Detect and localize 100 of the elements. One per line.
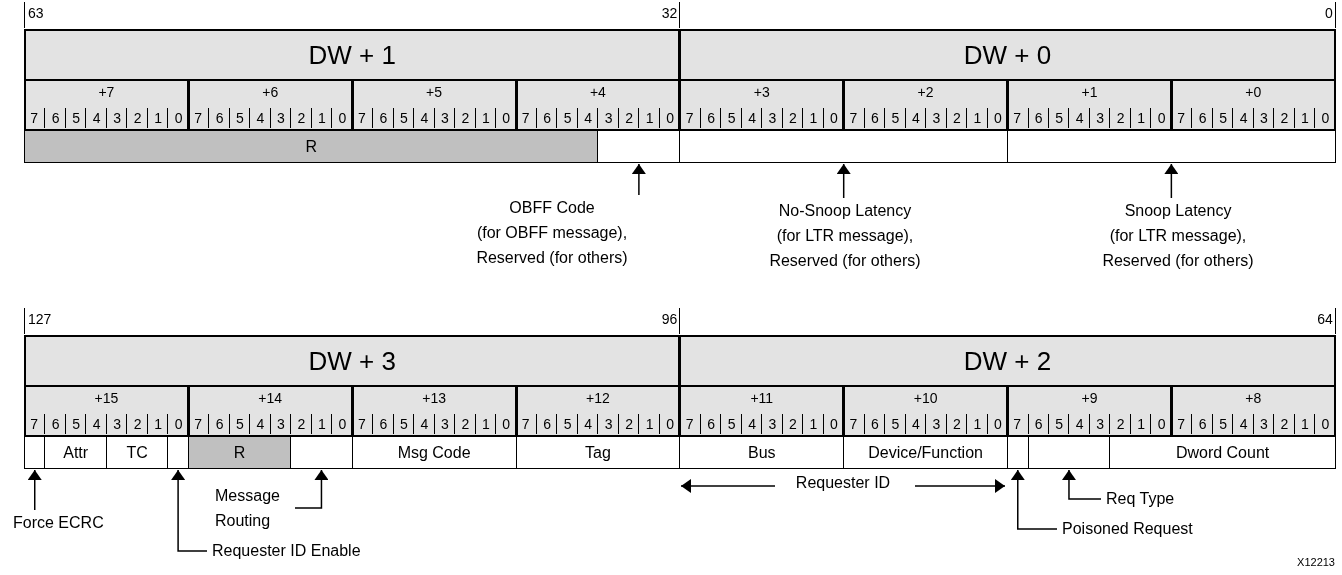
byte-offset: +3 [752, 84, 771, 100]
bit-number: 3 [433, 414, 456, 434]
byte-offset: +0 [1244, 84, 1263, 100]
byte-cell [679, 81, 845, 131]
dword-header: DW + 3 [24, 335, 681, 387]
span-label: Requester ID [794, 474, 892, 492]
bit-number: 3 [105, 414, 128, 434]
bit-number: 2 [126, 414, 148, 434]
arrow [836, 163, 851, 199]
bit-number: 1 [1129, 414, 1152, 434]
bit-number: 1 [638, 414, 660, 434]
bit-number: 3 [1088, 108, 1111, 128]
bit-number: 0 [1314, 108, 1336, 128]
bit-number: 1 [966, 108, 988, 128]
bit-number: 6 [44, 414, 66, 434]
bit-number: 3 [925, 414, 947, 434]
bit-number: 6 [699, 414, 722, 434]
bit-index: 32 [629, 2, 681, 28]
bit-number: 5 [1211, 414, 1234, 434]
bit-number: 4 [576, 108, 599, 128]
bit-number: 5 [556, 108, 578, 128]
bit-number: 2 [617, 414, 640, 434]
bit-number: 4 [740, 108, 763, 128]
bit-number: 2 [1109, 108, 1131, 128]
bit-number: 7 [848, 415, 859, 434]
bit-number: 4 [413, 414, 435, 434]
byte-cell [1170, 81, 1336, 131]
bit-number: 5 [392, 108, 415, 128]
bit-number: 6 [208, 414, 230, 434]
arrow [631, 163, 646, 196]
byte-cell [1170, 387, 1336, 437]
bit-number: 6 [1027, 108, 1049, 128]
byte-offset: +10 [912, 390, 939, 406]
bit-number: 0 [1314, 414, 1336, 434]
callout-text: Poisoned Request [1057, 516, 1222, 541]
byte-offset: +4 [588, 84, 607, 100]
bit-number: 5 [64, 108, 87, 128]
bit-index: 96 [629, 308, 681, 334]
byte-cell [24, 81, 189, 131]
byte-cell [1007, 81, 1172, 131]
bit-number: 3 [105, 108, 128, 128]
arrow [171, 469, 208, 552]
bit-number: 3 [269, 108, 292, 128]
bit-number: 2 [1273, 414, 1295, 434]
bit-number: 5 [64, 414, 87, 434]
bit-number: 4 [904, 108, 927, 128]
bit-number: 4 [413, 108, 435, 128]
callout-text: Message Routing [210, 483, 295, 533]
arrow [27, 469, 42, 511]
bit-number: 1 [1293, 108, 1316, 128]
bit-number: 1 [1293, 414, 1316, 434]
bit-number: 4 [740, 414, 763, 434]
bit-number: 6 [372, 414, 394, 434]
callout-text: Req Type [1101, 486, 1196, 511]
bit-number: 1 [146, 108, 169, 128]
bit-number: 6 [536, 108, 558, 128]
byte-offset: +7 [97, 84, 116, 100]
bit-number: 6 [208, 108, 230, 128]
byte-offset: +14 [257, 390, 284, 406]
bit-number: 2 [617, 108, 640, 128]
bit-number: 7 [1012, 415, 1023, 434]
bit-number: 3 [269, 414, 292, 434]
callout-text: Force ECRC [8, 510, 128, 535]
byte-cell [679, 387, 845, 437]
byte-cell [351, 81, 517, 131]
bit-number: 4 [1232, 108, 1254, 128]
bit-number: 4 [85, 414, 107, 434]
callout-text: Requester ID Enable [207, 538, 392, 563]
byte-cell [187, 81, 353, 131]
bit-number: 4 [1068, 414, 1090, 434]
bit-number: 3 [597, 108, 619, 128]
byte-offset: +13 [421, 390, 447, 406]
bit-number: 6 [44, 108, 66, 128]
bit-number: 3 [1088, 414, 1111, 434]
empty-bit-field [24, 437, 46, 469]
bit-number: 3 [1252, 108, 1275, 128]
bit-number: 1 [638, 108, 660, 128]
byte-cell [515, 81, 681, 131]
bit-number: 4 [1068, 108, 1090, 128]
bit-number: 7 [1176, 109, 1186, 128]
byte-cell [1007, 387, 1172, 437]
bit-number: 5 [720, 414, 742, 434]
bit-number: 5 [1211, 108, 1234, 128]
bit-number: 5 [720, 108, 742, 128]
bit-number: 3 [597, 414, 619, 434]
bit-number: 6 [1191, 108, 1213, 128]
byte-offset: +12 [585, 390, 611, 406]
bit-number: 5 [556, 414, 578, 434]
bit-field: R [24, 131, 599, 163]
figure-number: X12213 [1296, 556, 1335, 568]
bit-number: 7 [29, 109, 40, 128]
bit-number: 4 [904, 414, 927, 434]
bit-number: 1 [966, 414, 988, 434]
callout-text: No-Snoop Latency (for LTR message), Reserved (for others) [745, 198, 945, 273]
bit-number: 7 [684, 109, 695, 128]
bit-number: 1 [1129, 108, 1152, 128]
bit-index: 127 [24, 308, 52, 334]
bit-number: 4 [1232, 414, 1254, 434]
bit-number: 7 [357, 415, 367, 434]
bit-number: 6 [372, 108, 394, 128]
